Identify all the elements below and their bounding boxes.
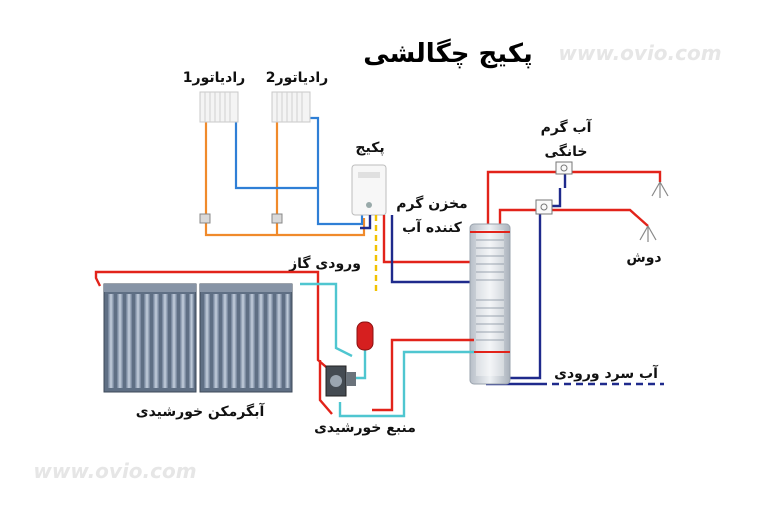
page-title: پکیج چگالشی bbox=[363, 38, 532, 69]
shower-label: دوش bbox=[626, 250, 661, 266]
solar-piping bbox=[94, 270, 474, 418]
mixing-valve-1-icon bbox=[555, 161, 573, 175]
tank-label-line2: کننده آب bbox=[402, 218, 463, 236]
domestic-piping bbox=[484, 170, 664, 386]
storage-tank bbox=[469, 223, 511, 385]
solar-pump-station bbox=[325, 365, 356, 397]
radiator-2-valve-icon bbox=[271, 213, 283, 224]
watermark-bottom: www.ovio.com bbox=[33, 459, 196, 483]
radiator-piping bbox=[204, 116, 366, 237]
solar-source-label: منبع خورشیدی bbox=[314, 420, 416, 436]
expansion-vessel-icon bbox=[356, 321, 374, 351]
mixing-valve-2-icon bbox=[535, 199, 553, 215]
tank-label-line1: مخزن گرم bbox=[396, 195, 467, 212]
solar-collector-right bbox=[199, 283, 293, 393]
radiator-2-label: رادیاتور2 bbox=[266, 70, 328, 86]
radiator-1 bbox=[199, 91, 239, 123]
solar-collector-label: آبگرمکن خورشیدی bbox=[136, 402, 266, 420]
gas-inlet-label: ورودی گاز bbox=[288, 255, 361, 272]
radiator-1-label: رادیاتور1 bbox=[183, 70, 245, 86]
radiator-1-valve-icon bbox=[199, 213, 211, 224]
shower-icon bbox=[639, 225, 657, 242]
hot-water-home-label-line1: آب گرم bbox=[541, 118, 593, 136]
watermark-top: www.ovio.com bbox=[558, 41, 721, 65]
radiator-2 bbox=[271, 91, 311, 123]
boiler-package bbox=[351, 164, 387, 216]
solar-collector-left bbox=[103, 283, 197, 393]
cold-water-inlet-label: آب سرد ورودی bbox=[554, 364, 659, 382]
package-label: پکیج bbox=[355, 140, 384, 156]
hot-water-home-label-line2: خانگی bbox=[545, 143, 588, 160]
tap-icon bbox=[651, 181, 669, 198]
boiler-tank-piping bbox=[360, 215, 474, 284]
